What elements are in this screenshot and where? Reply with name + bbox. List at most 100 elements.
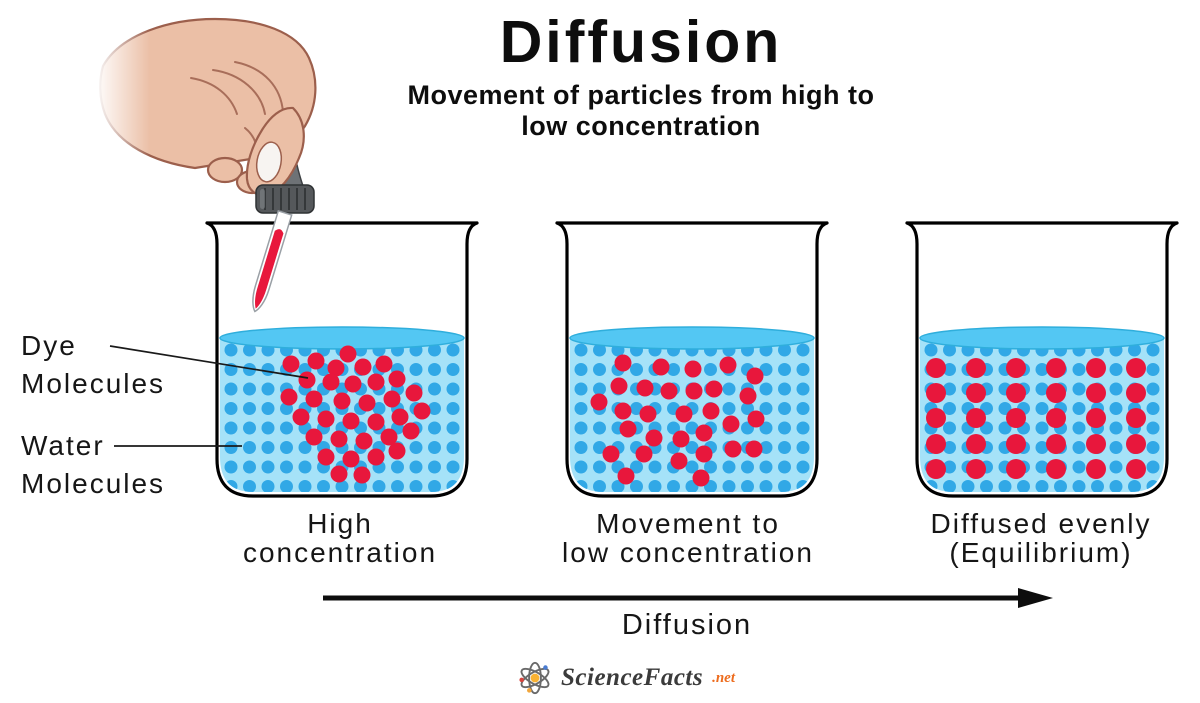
dye-molecule-dot — [1006, 434, 1026, 454]
dye-molecule-dot — [1046, 408, 1066, 428]
dye-molecule-dot — [358, 394, 376, 412]
water-molecule-dot — [372, 480, 386, 492]
dye-molecule-dot — [282, 355, 300, 373]
dye-molecule-dot — [333, 392, 351, 410]
dye-molecule-dot — [1126, 434, 1146, 454]
dye-molecule-dot — [926, 358, 946, 378]
water-molecule-dot — [243, 382, 256, 396]
dye-molecule-dot — [322, 373, 340, 391]
water-molecule-dot — [1072, 402, 1086, 415]
water-molecule-dot — [1146, 363, 1160, 376]
water-molecule-dot — [243, 402, 256, 415]
water-molecule-dot — [796, 402, 810, 415]
water-molecule-dot — [224, 421, 238, 435]
finger-fold-line — [234, 61, 284, 113]
water-molecule-dot — [759, 480, 773, 492]
curled-fingers — [206, 156, 244, 184]
dye-molecule-dot — [305, 390, 323, 408]
dye-molecule-dot — [1006, 459, 1026, 479]
water-molecule-dot — [796, 382, 810, 396]
water-molecule-dot — [778, 441, 791, 454]
water-molecule-dot — [446, 402, 460, 415]
caption-beaker-1: High concentration — [242, 508, 438, 568]
dye-molecule-dot — [375, 355, 393, 373]
water-molecule-dot — [980, 480, 993, 492]
water-molecule-dot — [1035, 363, 1049, 376]
dye-molecule-dot — [298, 371, 316, 389]
dye-molecule-dot — [617, 467, 635, 485]
water-surface — [569, 326, 815, 350]
water-molecule-dot — [372, 402, 386, 415]
water-molecule-dot — [261, 363, 275, 376]
water-molecule-dot — [224, 441, 238, 454]
water-molecule-dot — [224, 460, 238, 474]
dye-molecule-dot — [745, 440, 763, 458]
water-molecule-dot — [1017, 480, 1030, 492]
water-molecule-dot — [593, 421, 606, 435]
dye-molecule-dot — [367, 413, 385, 431]
water-molecule-dot — [796, 460, 810, 474]
dye-molecule-dot — [1126, 408, 1146, 428]
dye-molecule-dot — [383, 390, 401, 408]
water-molecule-dot — [667, 480, 680, 492]
dye-molecule-dot — [747, 410, 765, 428]
beaker-glass-outline — [905, 221, 1179, 498]
water-molecule-dot — [243, 460, 256, 474]
dye-molecule-dot — [367, 373, 385, 391]
subtitle: Movement of particles from high to low c… — [341, 80, 941, 142]
water-molecule-dot — [943, 343, 956, 357]
water-molecule-dot — [630, 460, 643, 474]
thumb-nail — [255, 141, 283, 183]
water-molecule-dot — [1109, 480, 1123, 492]
water-molecule-dot — [446, 382, 460, 396]
dye-molecule-dot — [367, 448, 385, 466]
brand-tld: .net — [712, 669, 736, 686]
dye-molecule-dot — [670, 452, 688, 470]
beaker-glass-outline — [555, 221, 829, 498]
water-molecule-dot — [409, 363, 423, 376]
water-molecule-dot — [1146, 343, 1160, 357]
water-molecule-dot — [741, 460, 754, 474]
dye-molecule-dot — [405, 384, 423, 402]
dye-molecule-dot — [391, 408, 409, 426]
water-molecule-dot — [1109, 460, 1123, 474]
dye-molecule-dots — [280, 345, 431, 484]
dye-molecule-dot — [692, 469, 710, 487]
dye-molecule-dot — [327, 359, 345, 377]
dye-molecule-dot — [966, 358, 986, 378]
dye-molecule-dot — [966, 408, 986, 428]
water-molecule-dot — [261, 441, 275, 454]
dye-molecule-dot — [636, 379, 654, 397]
water-molecule-dot — [428, 343, 441, 357]
dye-molecule-dot — [926, 459, 946, 479]
dye-molecule-dot — [317, 410, 335, 428]
dye-molecule-dot — [1086, 383, 1106, 403]
water-molecule-dot — [685, 460, 699, 474]
water-molecule-dot — [611, 480, 625, 492]
water-molecule-dot — [574, 343, 588, 357]
water-molecule-dot — [574, 421, 588, 435]
dye-molecule-dot — [1126, 358, 1146, 378]
dye-molecule-dot — [413, 402, 431, 420]
dye-molecule-dot — [354, 358, 372, 376]
water-molecule-dot — [428, 421, 441, 435]
atom-icon — [519, 661, 550, 695]
water-molecule-dot — [593, 480, 606, 492]
water-molecule-dot — [704, 363, 717, 376]
water-molecule-dot — [1128, 480, 1141, 492]
diffusion-arrow — [323, 588, 1053, 608]
water-molecule-dot — [1146, 441, 1160, 454]
water-molecule-dot — [1109, 363, 1123, 376]
dye-molecule-dot — [645, 429, 663, 447]
water-molecule-dot — [796, 421, 810, 435]
caption-beaker-2: Movement to low concentration — [562, 508, 814, 568]
dye-molecule-dot — [746, 367, 764, 385]
water-molecule-dot — [298, 441, 312, 454]
water-molecule-dot — [998, 421, 1012, 435]
water-molecule-dot — [1146, 460, 1160, 474]
water-molecule-dot — [943, 363, 956, 376]
water-molecule-dot — [280, 441, 293, 454]
dye-molecule-dot — [602, 445, 620, 463]
water-molecule-dot — [667, 421, 680, 435]
water-molecule-dot — [796, 363, 810, 376]
